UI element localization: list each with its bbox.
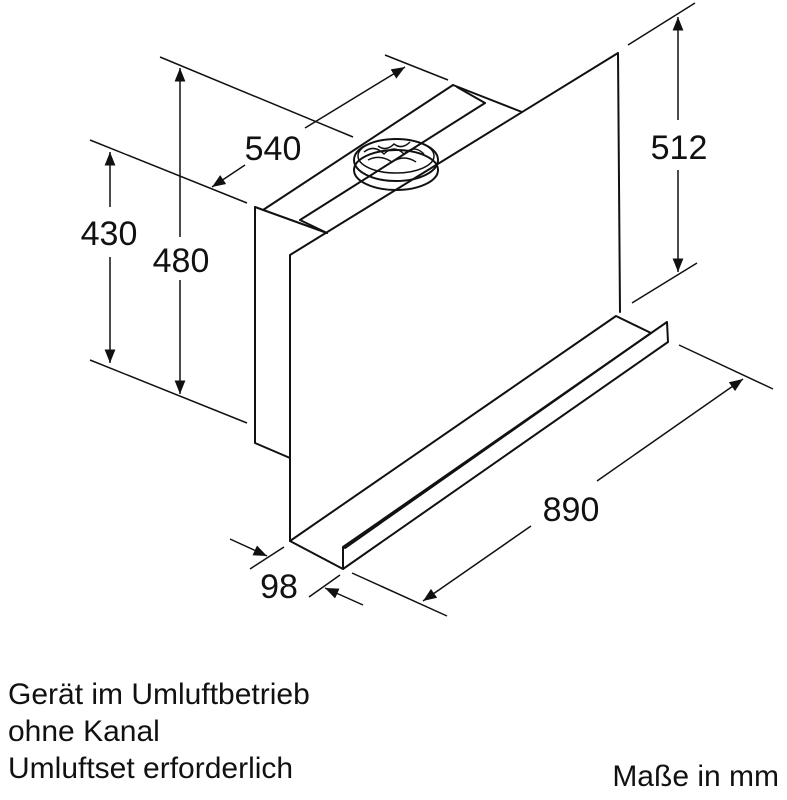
note-line-3: Umluftset erforderlich [8, 752, 294, 785]
dimension-430-480 [89, 68, 248, 424]
dim-480-label: 480 [153, 242, 210, 280]
dimension-890 [351, 344, 774, 617]
installation-notes: Gerät im Umluftbetrieb ohne Kanal Umluft… [8, 676, 310, 787]
dimension-512 [627, 2, 698, 304]
dim-512-label: 512 [651, 129, 708, 167]
unit-label: Maße in mm [612, 760, 779, 793]
dim-98-label: 98 [260, 568, 298, 606]
dim-430-label: 430 [81, 215, 138, 253]
back-housing [254, 84, 523, 459]
bottom-tray [289, 315, 669, 570]
note-line-2: ohne Kanal [8, 715, 160, 748]
front-panel [289, 52, 621, 542]
dim-890-label: 890 [543, 491, 600, 529]
dimension-540 [159, 54, 449, 188]
note-line-1: Gerät im Umluftbetrieb [8, 678, 310, 711]
dimension-98 [229, 538, 364, 606]
fan-outlet [353, 138, 439, 191]
dim-540-label: 540 [245, 130, 302, 168]
